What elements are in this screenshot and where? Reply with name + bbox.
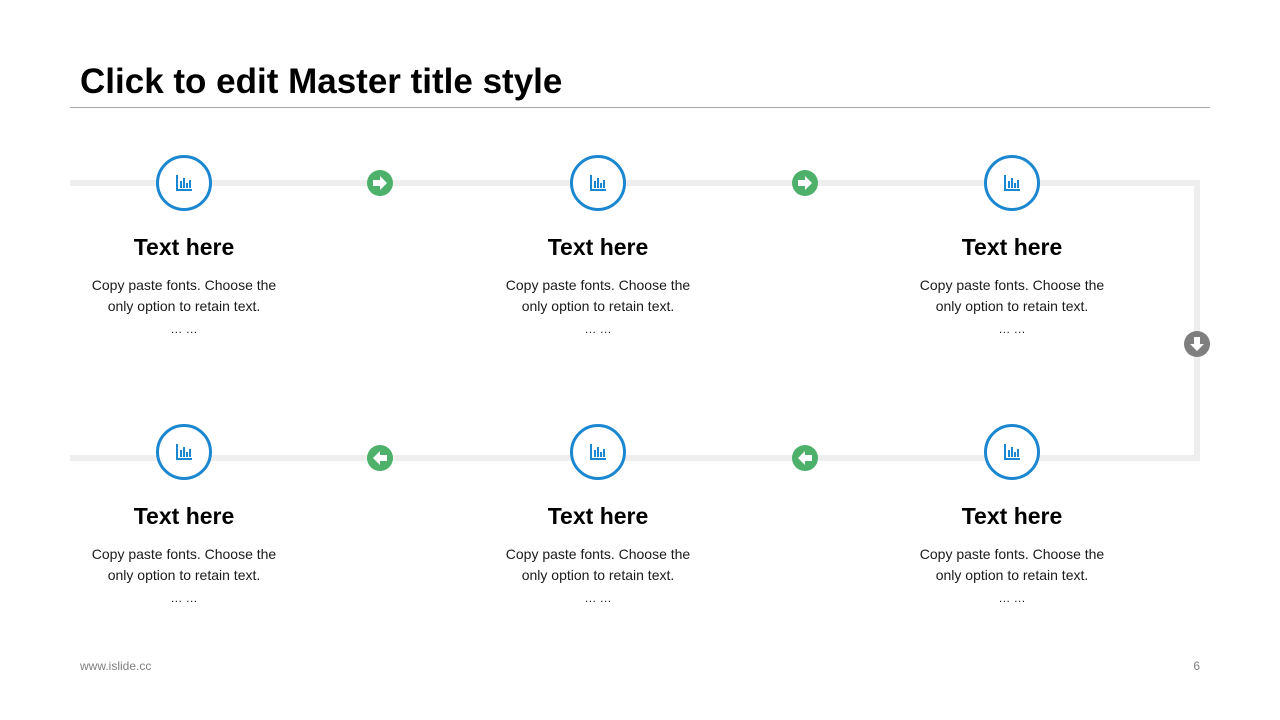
step-1-body-line-1[interactable]: Copy paste fonts. Choose the (91, 277, 277, 293)
step-4-ellipsis: … … (998, 591, 1026, 605)
step-3-body-line-1[interactable]: Copy paste fonts. Choose the (919, 277, 1105, 293)
step-1-ellipsis: … … (170, 322, 198, 336)
step-6-heading[interactable]: Text here (133, 503, 235, 529)
step-3-ellipsis: … … (998, 322, 1026, 336)
step-3-icon-circle (984, 155, 1040, 211)
step-6-body-line-2[interactable]: only option to retain text. (107, 567, 261, 583)
bar-chart-icon (590, 444, 606, 460)
footer-url: www.islide.cc (80, 659, 152, 673)
arrow-left-icon (367, 445, 393, 471)
page-number: 6 (1193, 659, 1200, 673)
step-4-icon-circle (984, 424, 1040, 480)
step-2-body-line-2[interactable]: only option to retain text. (521, 298, 675, 314)
step-1-heading[interactable]: Text here (133, 234, 235, 260)
arrow-left-icon (792, 445, 818, 471)
step-3-heading[interactable]: Text here (961, 234, 1063, 260)
step-4-heading[interactable]: Text here (961, 503, 1063, 529)
bar-chart-icon (590, 175, 606, 191)
step-5-heading[interactable]: Text here (547, 503, 649, 529)
step-2-heading[interactable]: Text here (547, 234, 649, 260)
arrow-down-icon (1184, 331, 1210, 357)
step-5-icon-circle (570, 424, 626, 480)
step-1-body-line-2[interactable]: only option to retain text. (107, 298, 261, 314)
step-5-ellipsis: … … (584, 591, 612, 605)
step-2-body-line-1[interactable]: Copy paste fonts. Choose the (505, 277, 691, 293)
step-4-body-line-1[interactable]: Copy paste fonts. Choose the (919, 546, 1105, 562)
title-divider (70, 107, 1210, 108)
bar-chart-icon (1004, 175, 1020, 191)
step-6-body-line-1[interactable]: Copy paste fonts. Choose the (91, 546, 277, 562)
step-2-ellipsis: … … (584, 322, 612, 336)
step-2-icon-circle (570, 155, 626, 211)
step-5-body-line-2[interactable]: only option to retain text. (521, 567, 675, 583)
bar-chart-icon (1004, 444, 1020, 460)
step-5-body-line-1[interactable]: Copy paste fonts. Choose the (505, 546, 691, 562)
bar-chart-icon (176, 444, 192, 460)
arrow-right-icon (792, 170, 818, 196)
step-1-icon-circle (156, 155, 212, 211)
step-6-ellipsis: … … (170, 591, 198, 605)
slide-title[interactable]: Click to edit Master title style (80, 62, 563, 101)
step-3-body-line-2[interactable]: only option to retain text. (935, 298, 1089, 314)
step-6-icon-circle (156, 424, 212, 480)
bar-chart-icon (176, 175, 192, 191)
step-4-body-line-2[interactable]: only option to retain text. (935, 567, 1089, 583)
arrow-right-icon (367, 170, 393, 196)
